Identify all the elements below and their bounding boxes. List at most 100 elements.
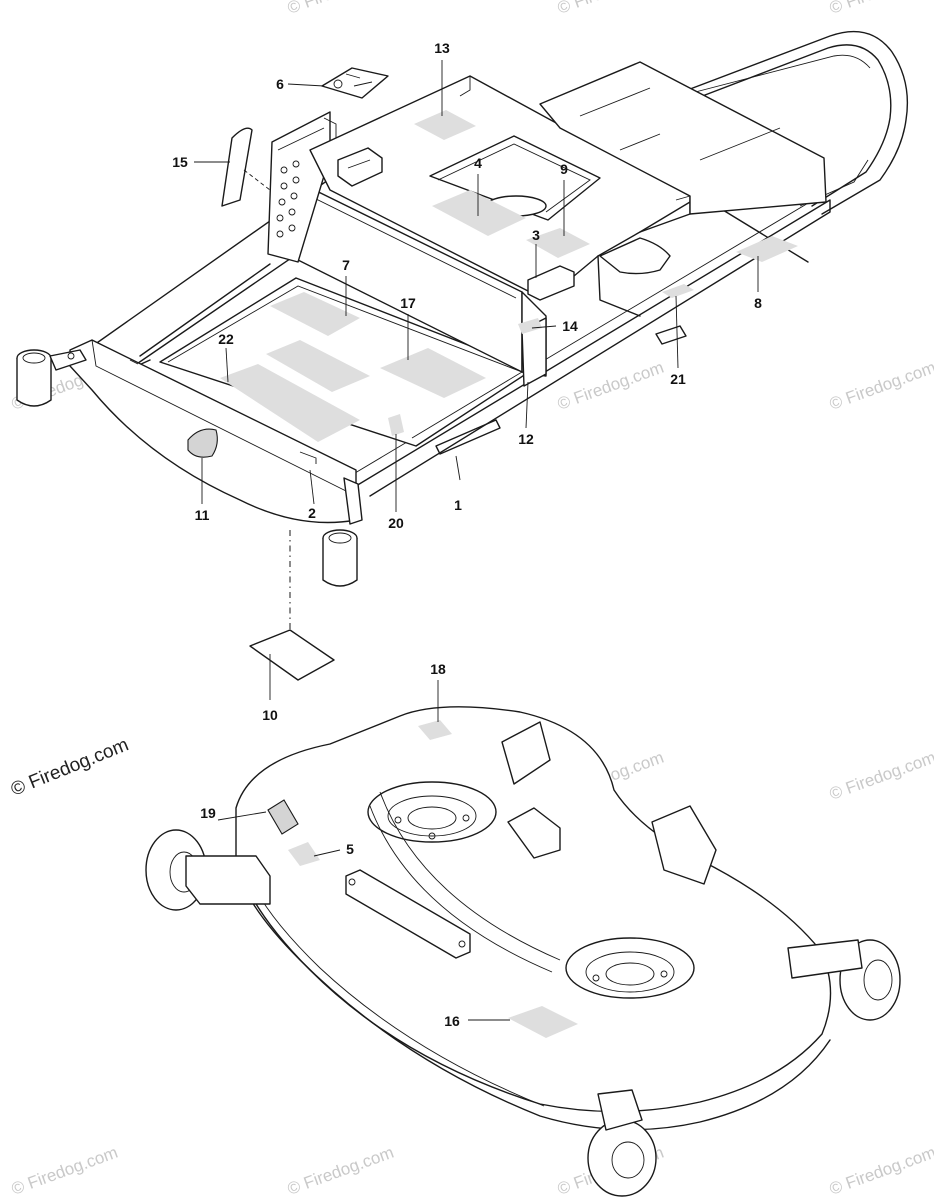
spindle-right-outer [565, 937, 695, 999]
latch-bracket-left [337, 147, 383, 187]
hanger-bracket-center [345, 869, 471, 959]
gauge-wheel-left [145, 829, 271, 911]
callout-12: 12 [518, 431, 534, 447]
spindle-right-inner [605, 962, 655, 986]
leader-6 [287, 83, 325, 87]
watermark: © Firedog.com [555, 0, 666, 18]
watermark: © Firedog.com [285, 0, 396, 18]
watermark: © Firedog.com [827, 1143, 934, 1199]
watermark: © Firedog.com [827, 0, 934, 18]
upper-deck-plate-edge [459, 76, 691, 201]
callout-5: 5 [346, 841, 354, 857]
decal-9 [526, 228, 590, 258]
deck-skirt [235, 859, 831, 1131]
deck-opening-inner [437, 143, 591, 213]
belt-guard-ridge [369, 791, 561, 973]
callout-22: 22 [218, 331, 234, 347]
callout-17: 17 [400, 295, 416, 311]
rear-cross-plate-lines [579, 87, 781, 161]
strap-15-dashed [243, 169, 271, 191]
callout-10: 10 [262, 707, 278, 723]
spindle-left-outer [367, 781, 497, 843]
watermark: © Firedog.com [827, 358, 934, 414]
callout-7: 7 [342, 257, 350, 273]
decal-8 [736, 236, 798, 262]
bracket-21 [655, 325, 687, 345]
right-caster-pivot [322, 477, 363, 587]
callout-9: 9 [560, 161, 568, 177]
callout-14: 14 [562, 318, 578, 334]
floor-mat-22 [220, 364, 360, 442]
watermark: © Firedog.com [9, 1143, 120, 1199]
spindle-left-mid [387, 795, 477, 837]
decal-20 [388, 414, 404, 436]
decal-21 [662, 284, 694, 298]
decal-5 [288, 842, 320, 866]
callout-3: 3 [532, 227, 540, 243]
callout-4: 4 [474, 155, 482, 171]
decal-19 [267, 799, 299, 835]
floor-mat-7 [270, 292, 360, 336]
leader-19 [217, 811, 267, 821]
decal-10-sheet [249, 629, 335, 681]
callout-21: 21 [670, 371, 686, 387]
callout-19: 19 [200, 805, 216, 821]
decal-4 [432, 190, 526, 236]
spindle-bolt [394, 816, 402, 824]
floor-mat-17 [380, 348, 486, 398]
leader-lines [194, 60, 759, 1021]
lever-slot [599, 237, 671, 275]
leader-5 [313, 849, 341, 857]
watermark: © Firedog.com [555, 358, 666, 414]
hanger-bracket-rear-right [651, 805, 717, 885]
watermark: © Firedog.com [827, 748, 934, 804]
leader-14 [531, 325, 557, 329]
hanger-hole [348, 878, 356, 886]
left-caster-pivot [16, 349, 87, 407]
callout-20: 20 [388, 515, 404, 531]
rear-cross-plate [539, 61, 827, 215]
floor-mat-center [266, 340, 370, 392]
spindle-bolt [660, 970, 668, 978]
bracket-3 [527, 265, 575, 301]
hanger-hole [458, 940, 466, 948]
spindle-right-mid [585, 951, 675, 993]
decal-13 [414, 110, 476, 140]
spindle-bolt [428, 832, 436, 840]
strap-15 [221, 127, 253, 207]
latch-bracket-left-slot [347, 159, 371, 169]
decal-14 [518, 318, 542, 334]
callout-16: 16 [444, 1013, 460, 1029]
frame-assembly [16, 30, 909, 644]
leader-2 [309, 469, 315, 505]
spindle-bolt [592, 974, 600, 982]
spindle-bolt [462, 814, 470, 822]
callout-15: 15 [172, 154, 188, 170]
callout-13: 13 [434, 40, 450, 56]
watermark: © Firedog.com [285, 1143, 396, 1199]
frame-rail-left-lower [127, 251, 301, 371]
hanger-bracket-mid [507, 807, 561, 859]
leader-22 [225, 347, 229, 383]
decal-1-strip [435, 419, 501, 455]
rear-handle-inner [649, 44, 892, 207]
rear-handle-outer [639, 30, 909, 215]
leader-1 [455, 455, 461, 481]
leader-12 [525, 381, 529, 429]
mower-deck [145, 706, 901, 1197]
frame-rail-right [355, 199, 831, 497]
callout-1: 1 [454, 497, 462, 513]
callout-6: 6 [276, 76, 284, 92]
callout-8: 8 [754, 295, 762, 311]
copyright-watermark: © Firedog.com [8, 734, 132, 800]
gauge-wheel-right [787, 939, 901, 1021]
spindle-left-inner [407, 806, 457, 830]
callout-2: 2 [308, 505, 316, 521]
hanger-bracket-rear-left [501, 721, 551, 785]
callout-labels: 1 2 3 4 5 6 7 8 9 10 11 12 13 14 15 16 1… [172, 40, 762, 1029]
decal-16 [508, 1006, 578, 1038]
callout-11: 11 [195, 507, 210, 523]
decal-18 [418, 720, 452, 740]
plate-6 [321, 67, 389, 99]
